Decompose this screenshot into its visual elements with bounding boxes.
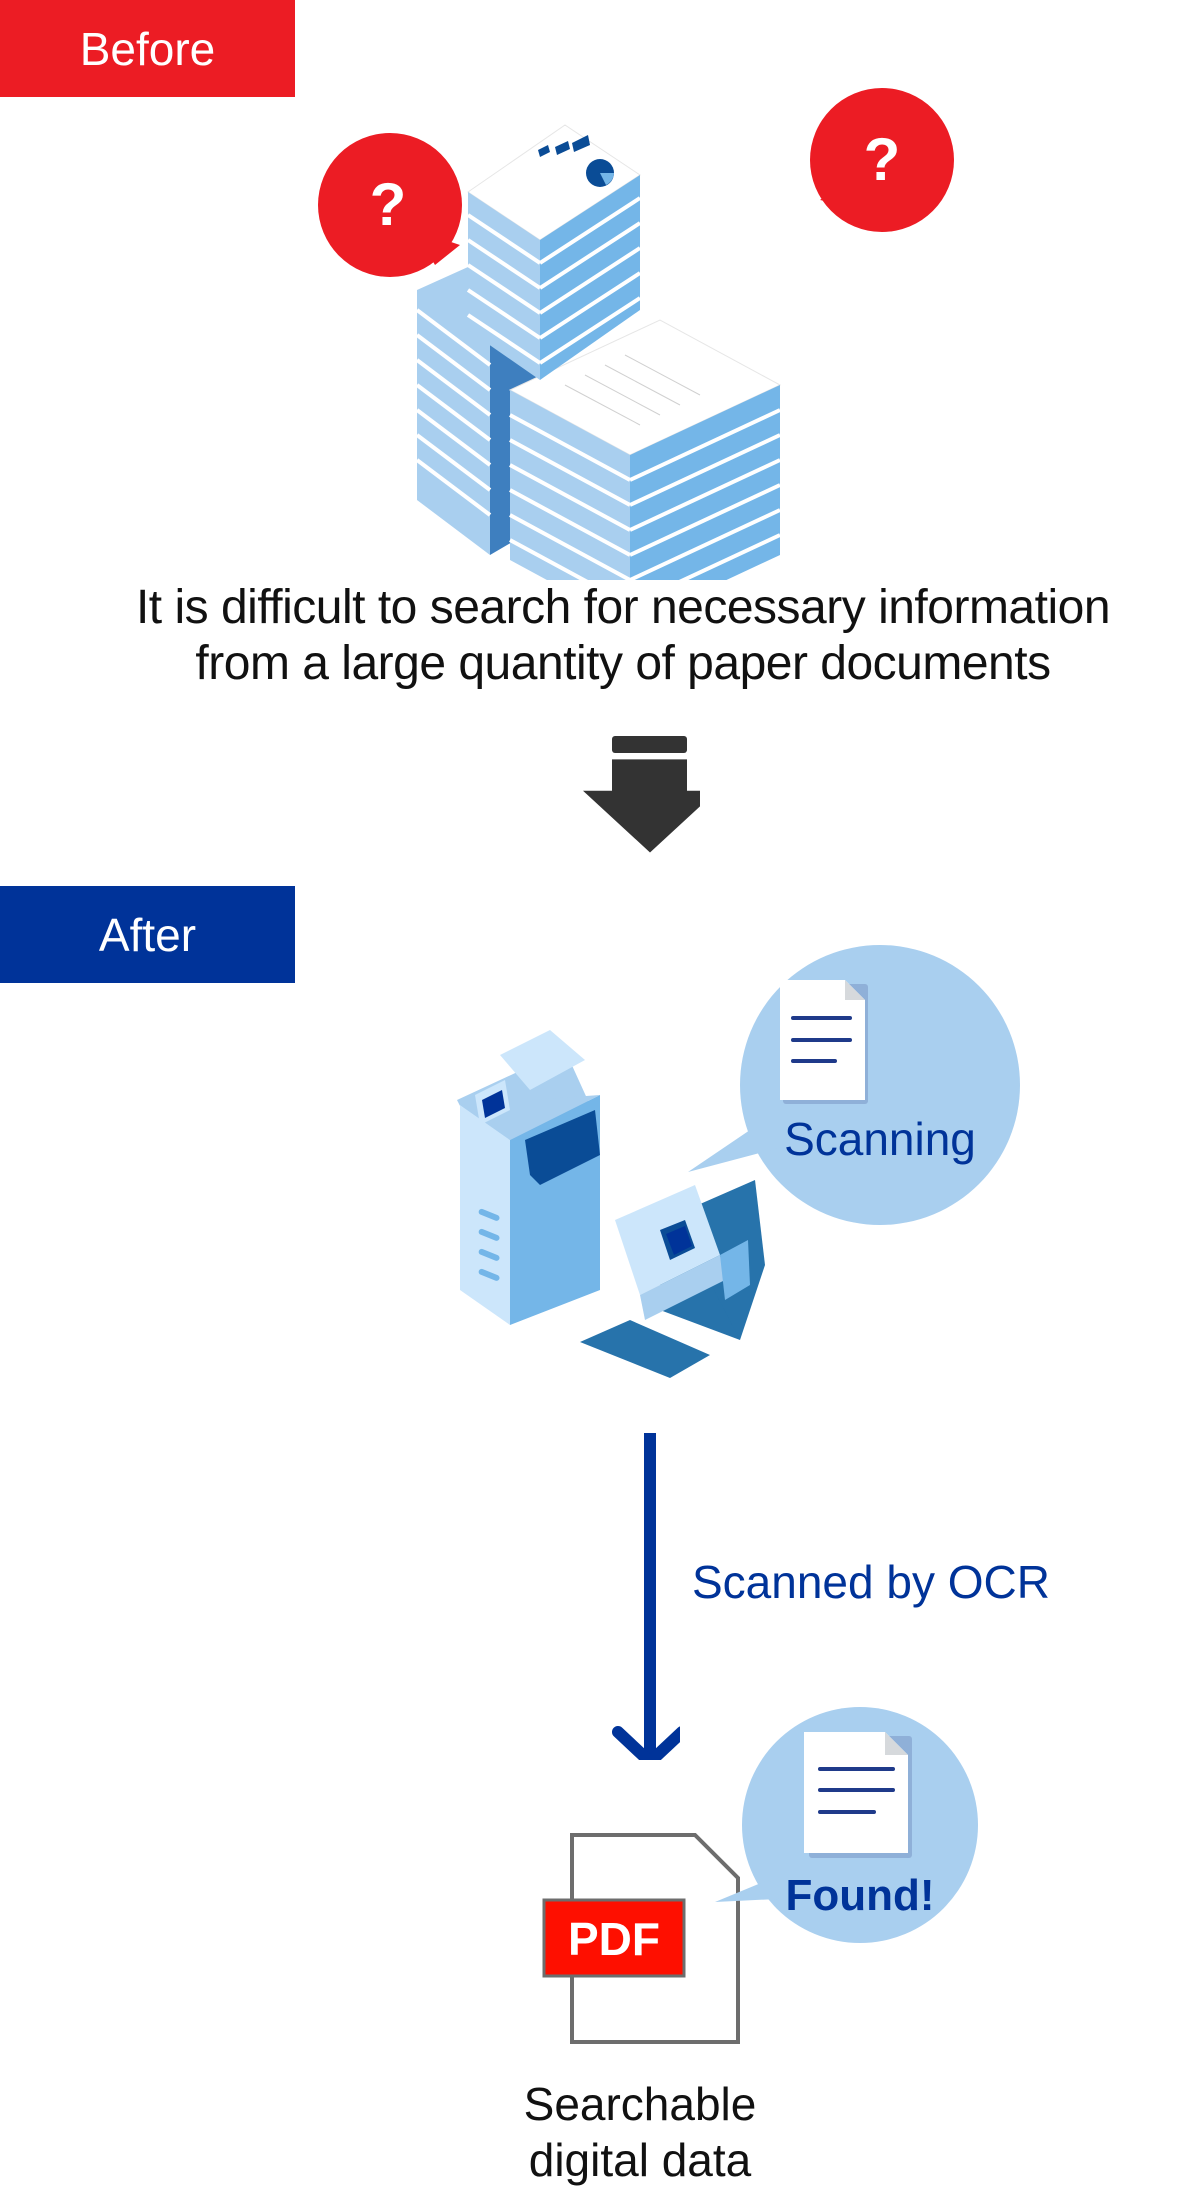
paper-stack-front — [508, 319, 782, 580]
down-arrow-icon — [583, 736, 700, 853]
found-bubble-text: Found! — [785, 1871, 934, 1920]
scanning-bubble: Scanning — [688, 945, 1020, 1225]
document-icon — [780, 980, 868, 1104]
result-caption: Searchable digital data — [480, 2076, 800, 2188]
before-label-text: Before — [79, 22, 216, 75]
question-mark-left: ? — [370, 171, 407, 238]
scanner-illustration: Scanning — [457, 945, 1020, 1378]
question-bubble-right: ? — [810, 88, 954, 232]
problem-caption-line2: from a large quantity of paper documents — [195, 637, 1051, 690]
pdf-badge-text: PDF — [568, 1913, 660, 1965]
document-scanner-icon — [580, 1180, 765, 1378]
question-bubble-left: ? — [318, 133, 462, 277]
after-label-text: After — [98, 908, 197, 961]
scanning-bubble-text: Scanning — [784, 1113, 976, 1165]
question-mark-right: ? — [864, 126, 901, 193]
document-icon — [804, 1732, 912, 1858]
before-label: Before — [0, 0, 295, 97]
problem-caption: It is difficult to search for necessary … — [60, 580, 1186, 692]
problem-caption-line1: It is difficult to search for necessary … — [135, 581, 1111, 634]
result-caption-line1: Searchable — [523, 2078, 757, 2130]
paper-stack-illustration: ? ? — [318, 88, 954, 580]
pdf-result-illustration: PDF Found! — [542, 1707, 978, 2044]
pdf-file-icon: PDF — [542, 1833, 740, 2044]
result-caption-line2: digital data — [528, 2134, 752, 2186]
paper-stack-top — [466, 124, 642, 380]
ocr-label: Scanned by OCR — [692, 1556, 1050, 1608]
found-bubble: Found! — [715, 1707, 978, 1943]
printer-icon — [457, 1030, 600, 1325]
ocr-down-arrow-icon — [612, 1433, 680, 1760]
after-label: After — [0, 886, 295, 983]
